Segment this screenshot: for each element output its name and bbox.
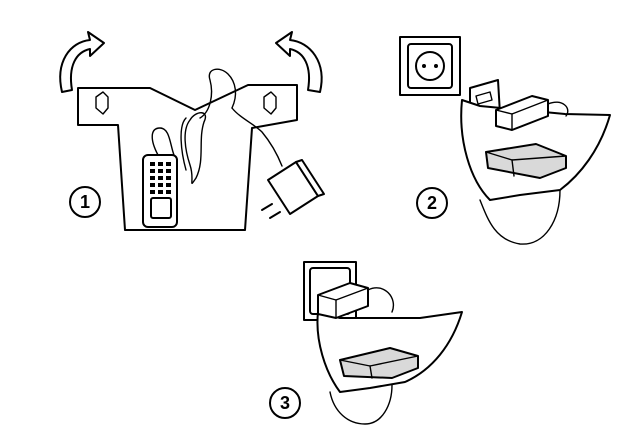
adapter-plugged	[317, 282, 369, 319]
step-3-panel: 3	[269, 261, 463, 425]
step-2-badge: 2	[416, 187, 448, 219]
panel-slot-right	[263, 91, 277, 115]
plug-adapter-icon	[261, 159, 325, 219]
phone-cord	[151, 68, 283, 184]
keypad-key	[158, 162, 163, 166]
step-3-number: 3	[280, 393, 290, 413]
keypad-key	[150, 176, 155, 180]
wall-socket-icon	[399, 36, 461, 96]
phone-handset-icon	[142, 154, 178, 228]
panel-slot-left	[95, 91, 109, 115]
keypad-key	[166, 162, 171, 166]
keypad-key	[158, 176, 163, 180]
adapter-top	[495, 95, 549, 131]
keypad-key	[150, 190, 155, 194]
keypad-key	[150, 169, 155, 173]
keypad-key	[150, 183, 155, 187]
keypad-key	[166, 190, 171, 194]
step-1-panel: 1	[59, 31, 325, 231]
keypad-key	[158, 169, 163, 173]
keypad-key	[166, 183, 171, 187]
keypad-key	[166, 169, 171, 173]
step-2-panel: 2	[399, 36, 611, 245]
rotate-arrow-right-icon	[275, 31, 323, 93]
keypad-key	[158, 190, 163, 194]
step-2-number: 2	[427, 193, 437, 213]
step-3-badge: 3	[269, 387, 301, 419]
keypad-key	[150, 162, 155, 166]
keypad-key	[166, 176, 171, 180]
keypad-key	[158, 183, 163, 187]
handset-lying	[339, 347, 419, 379]
handset-lying	[485, 143, 567, 179]
rotate-arrow-left-icon	[59, 31, 105, 93]
step-1-number: 1	[80, 192, 90, 212]
step-1-badge: 1	[69, 186, 101, 218]
